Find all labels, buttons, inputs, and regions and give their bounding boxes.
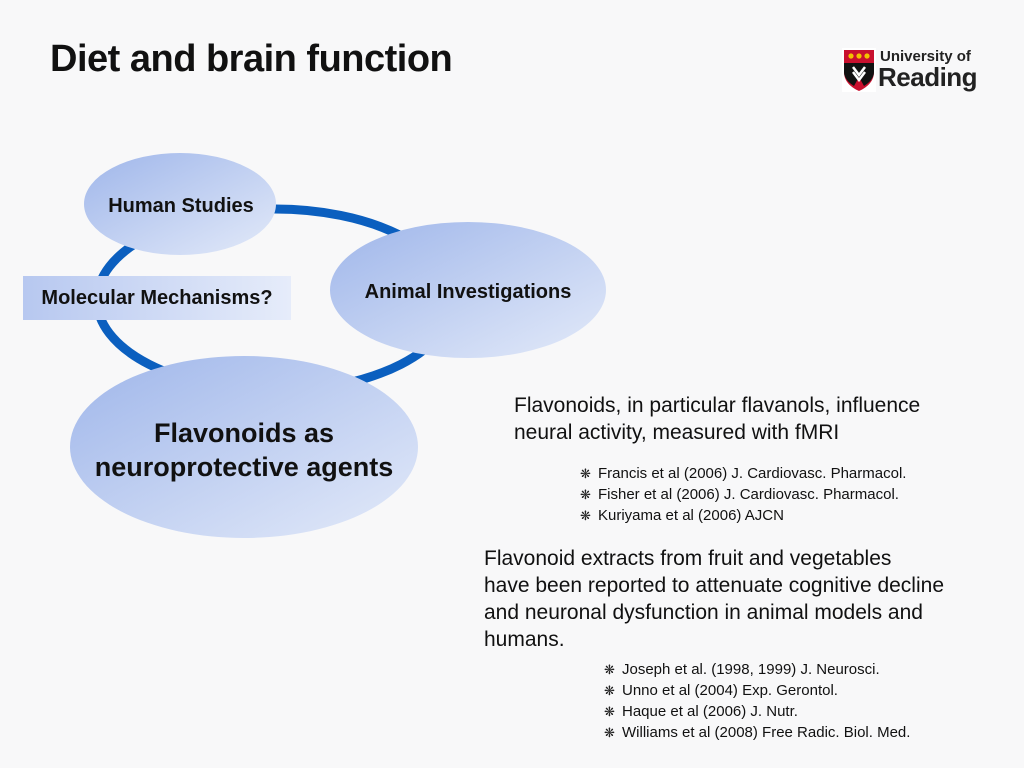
- asterisk-bullet-icon: ❋: [580, 508, 591, 523]
- reference-item: ❋ Haque et al (2006) J. Nutr.: [604, 701, 910, 722]
- finding-text-line: Flavonoid extracts from fruit and vegeta…: [484, 547, 892, 570]
- node-flavonoids: [70, 356, 418, 538]
- node-label-flavonoids: Flavonoids as neuroprotective agents: [70, 410, 418, 490]
- reference-list-extracts: ❋ Joseph et al. (1998, 1999) J. Neurosci.…: [604, 659, 910, 743]
- reference-text: Unno et al (2004) Exp. Gerontol.: [622, 682, 838, 699]
- node-molecular-mechanisms: [23, 276, 291, 320]
- asterisk-bullet-icon: ❋: [604, 725, 615, 740]
- flavonoids-label-line: neuroprotective agents: [94, 452, 394, 482]
- node-animal-investigations: [330, 222, 606, 358]
- logo-text-reading: Reading: [878, 62, 978, 92]
- asterisk-bullet-icon: ❋: [604, 662, 615, 677]
- reference-text: Joseph et al. (1998, 1999) J. Neurosci.: [622, 661, 880, 678]
- node-human-studies: [84, 153, 276, 255]
- logo-text-university: University of: [880, 48, 971, 65]
- node-label-human-studies: Human Studies: [108, 194, 254, 217]
- reference-text: Fisher et al (2006) J. Cardiovasc. Pharm…: [598, 486, 899, 503]
- finding-extracts: Flavonoid extracts from fruit and vegeta…: [484, 545, 1004, 653]
- reference-list-fmri: ❋ Francis et al (2006) J. Cardiovasc. Pha…: [580, 463, 906, 526]
- finding-text-line: Flavonoids, in particular flavanols, inf…: [514, 394, 921, 417]
- finding-text-line: have been reported to attenuate cognitiv…: [484, 574, 945, 597]
- reference-item: ❋ Joseph et al. (1998, 1999) J. Neurosci.: [604, 659, 910, 680]
- shield-icon: [842, 48, 876, 92]
- finding-text-line: humans.: [484, 628, 565, 651]
- reference-text: Haque et al (2006) J. Nutr.: [622, 703, 798, 720]
- asterisk-bullet-icon: ❋: [604, 683, 615, 698]
- slide-title: Diet and brain function: [50, 38, 453, 80]
- reference-item: ❋ Francis et al (2006) J. Cardiovasc. Pha…: [580, 463, 906, 484]
- reference-item: ❋ Kuriyama et al (2006) AJCN: [580, 505, 906, 526]
- finding-text-line: neural activity, measured with fMRI: [514, 421, 840, 444]
- reference-text: Kuriyama et al (2006) AJCN: [598, 507, 784, 524]
- asterisk-bullet-icon: ❋: [604, 704, 615, 719]
- university-logo: University of Reading: [842, 48, 978, 94]
- reference-item: ❋ Williams et al (2008) Free Radic. Biol.…: [604, 722, 910, 743]
- finding-fmri: Flavonoids, in particular flavanols, inf…: [514, 392, 974, 446]
- node-label-molecular-mechanisms: Molecular Mechanisms?: [41, 286, 273, 309]
- reference-text: Williams et al (2008) Free Radic. Biol. …: [622, 724, 911, 741]
- asterisk-bullet-icon: ❋: [580, 487, 591, 502]
- reference-item: ❋ Fisher et al (2006) J. Cardiovasc. Phar…: [580, 484, 906, 505]
- reference-item: ❋ Unno et al (2004) Exp. Gerontol.: [604, 680, 910, 701]
- flavonoids-label-line: Flavonoids as: [153, 418, 335, 448]
- finding-text-line: and neuronal dysfunction in animal model…: [484, 601, 923, 624]
- reference-text: Francis et al (2006) J. Cardiovasc. Phar…: [598, 465, 907, 482]
- node-label-animal-investigations: Animal Investigations: [364, 280, 572, 303]
- asterisk-bullet-icon: ❋: [580, 466, 591, 481]
